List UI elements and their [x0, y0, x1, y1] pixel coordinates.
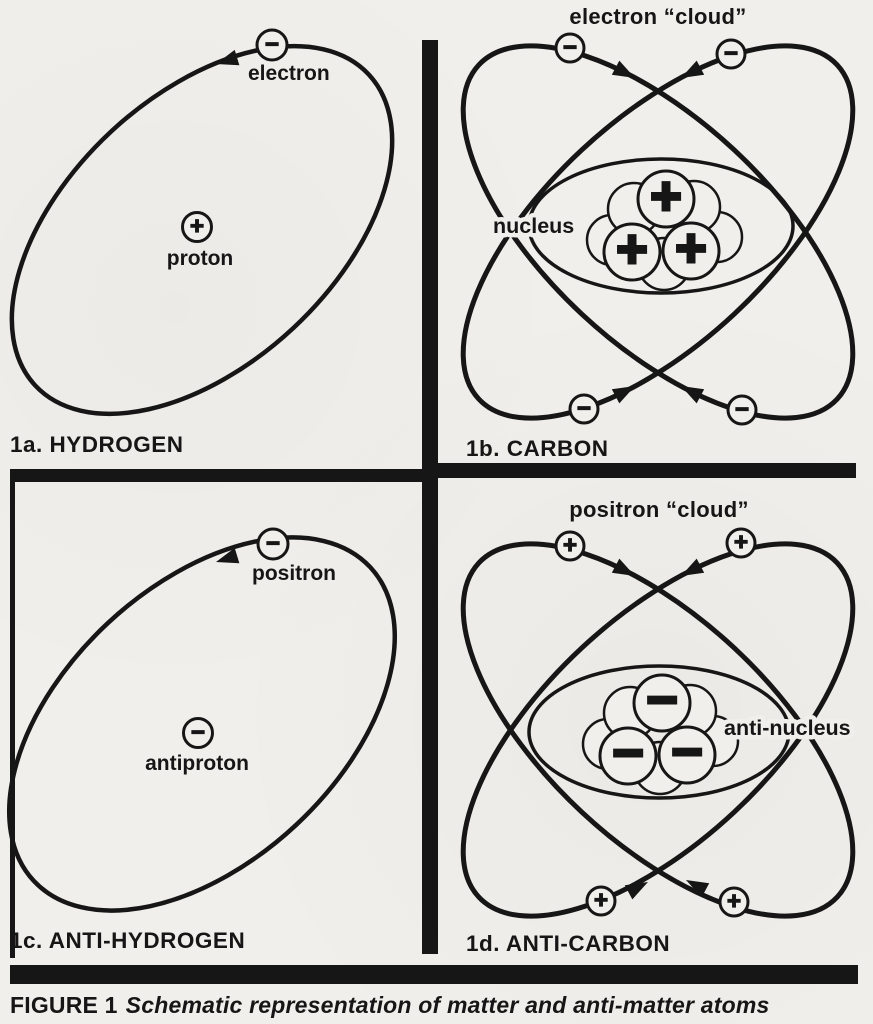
antiproton-circle [598, 726, 658, 786]
plus-icon: + [594, 887, 608, 914]
plus-icon: + [616, 219, 648, 279]
anti-nucleus-label: anti-nucleus [724, 716, 851, 740]
antiproton-circle [632, 673, 692, 733]
plus-icon: + [563, 532, 577, 559]
arrowhead-icon [216, 49, 240, 66]
plus-icon: + [190, 213, 204, 240]
positron-particle: + [585, 885, 617, 917]
divider-horizontal-left [10, 469, 424, 482]
arrowhead-icon [681, 386, 705, 404]
electron-particle: − [255, 28, 289, 62]
plus-icon: + [727, 888, 741, 915]
orbit-ellipse-right [460, 541, 856, 919]
panel-label: 1c. ANTI-HYDROGEN [10, 928, 245, 953]
arrowhead-icon [611, 60, 635, 78]
positron-label: positron [252, 562, 336, 585]
divider-horizontal-right [438, 463, 856, 478]
minus-icon: − [563, 34, 577, 61]
panel-hydrogen: − electron + proton 1a. HYDROGEN [9, 28, 395, 457]
inner-orbit-ellipse [527, 157, 795, 295]
cloud-title: positron “cloud” [569, 497, 749, 522]
anti-nucleus-cluster: − − − [581, 669, 740, 796]
panel-label: 1d. ANTI-CARBON [466, 931, 670, 956]
orbit-ellipse-left [460, 43, 856, 421]
minus-icon: − [266, 530, 280, 557]
electron-circle [568, 393, 600, 425]
panel-anti-hydrogen: − positron − antiproton 1c. ANTI-HYDROGE… [6, 527, 398, 953]
arrowhead-icon [686, 880, 710, 898]
arrowhead-icon [624, 882, 648, 900]
proton-circle [636, 169, 696, 229]
electron-circle [255, 28, 289, 62]
page-edge-line [10, 482, 15, 958]
positron-particle: + [554, 530, 586, 562]
electron-label: electron [248, 62, 330, 85]
minus-icon: − [265, 31, 279, 58]
orbit-ellipse [6, 535, 398, 913]
caption-prefix: FIGURE 1 [10, 992, 118, 1018]
proton-circle [661, 221, 721, 281]
plus-icon: + [650, 166, 682, 226]
nucleus-cluster: + + + [585, 165, 744, 292]
panel-label: 1b. CARBON [466, 436, 609, 461]
positron-circle [554, 530, 586, 562]
electron-circle [715, 38, 747, 70]
antiproton-label: antiproton [145, 752, 249, 775]
positron-circle [585, 885, 617, 917]
divider-bottom [10, 965, 858, 984]
proton-circle [181, 211, 213, 243]
minus-icon: − [646, 670, 678, 730]
electron-circle [554, 32, 586, 64]
arrowhead-icon [681, 558, 705, 576]
nucleus-label: nucleus [493, 214, 574, 238]
antiproton-circle [182, 717, 214, 749]
positron-particle: − [256, 527, 290, 561]
arrowhead-icon [216, 547, 240, 564]
plus-icon: + [675, 218, 707, 278]
positron-circle [256, 527, 290, 561]
electron-particle: − [726, 394, 758, 426]
inner-orbit-ellipse [527, 664, 791, 800]
orbit-ellipse-left [460, 541, 856, 919]
panel-anti-carbon: − − − + + + + positron “cloud” anti-nucl… [460, 497, 856, 956]
minus-icon: − [191, 719, 205, 746]
proton-label: proton [167, 247, 233, 270]
minus-icon: − [612, 723, 644, 783]
cloud-title: electron “cloud” [569, 4, 746, 29]
caption-text: Schematic representation of matter and a… [125, 992, 770, 1018]
orbit-ellipse-right [460, 43, 856, 421]
electron-circle [726, 394, 758, 426]
positron-particle: + [725, 527, 757, 559]
arrowhead-icon [611, 558, 635, 576]
positron-circle [718, 886, 750, 918]
electron-particle: − [568, 393, 600, 425]
plus-icon: + [734, 529, 748, 556]
positron-particle: + [718, 886, 750, 918]
minus-icon: − [577, 395, 591, 422]
panel-label: 1a. HYDROGEN [10, 432, 184, 457]
arrowhead-icon [681, 60, 705, 78]
proton-circle [602, 222, 662, 282]
minus-icon: − [671, 722, 703, 782]
minus-icon: − [724, 40, 738, 67]
antiproton-circle [657, 725, 717, 785]
arrowhead-icon [611, 386, 635, 404]
proton-particle: + [181, 211, 213, 243]
minus-icon: − [735, 396, 749, 423]
divider-vertical [422, 40, 438, 954]
positron-circle [725, 527, 757, 559]
panel-carbon: + + + − − − − electron “cloud” nucleus 1… [460, 4, 856, 461]
antiproton-particle: − [182, 717, 214, 749]
orbit-ellipse [9, 43, 395, 417]
electron-particle: − [554, 32, 586, 64]
figure-caption: FIGURE 1 Schematic representation of matt… [10, 992, 770, 1019]
electron-particle: − [715, 38, 747, 70]
